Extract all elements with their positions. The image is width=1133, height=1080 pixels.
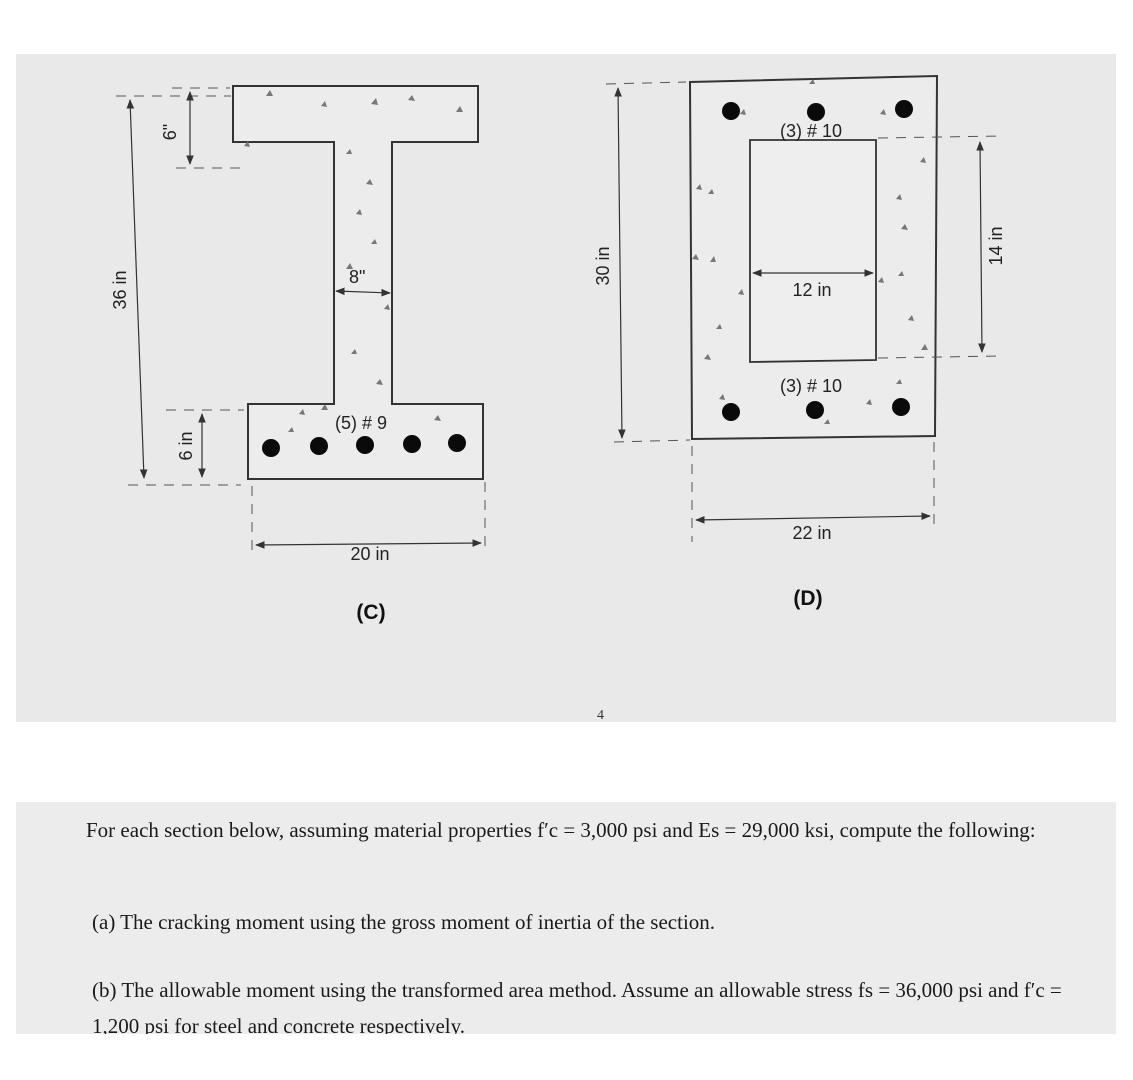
figure-panel: 36 in 6" 8" 6 in (5) # 9: [16, 54, 1116, 722]
section-c-web-dimension: [335, 287, 391, 297]
section-d-top-bars: [722, 100, 913, 121]
problem-statement: For each section below, assuming materia…: [16, 802, 1116, 1034]
section-d-width-dimension: [695, 512, 931, 524]
section-d-bottom-bars-label: (3) # 10: [780, 376, 842, 396]
section-c-label: (C): [356, 601, 385, 624]
section-d: 30 in (3) # 10 12 in (3) # 10 14 i: [593, 74, 1006, 610]
page-number: 4: [597, 708, 604, 723]
section-c-top-flange-label: 6": [160, 124, 180, 140]
rebar: [806, 401, 824, 419]
problem-intro: For each section below, assuming materia…: [86, 818, 1036, 842]
section-d-void-height-dimension: [976, 141, 986, 353]
section-d-bottom-bars: [722, 398, 910, 421]
section-c-outline: [232, 85, 484, 480]
rebar: [892, 398, 910, 416]
section-c-height-label: 36 in: [110, 270, 130, 309]
section-c-width-label: 20 in: [350, 544, 389, 564]
section-d-void-width-label: 12 in: [792, 280, 831, 300]
section-d-top-bars-label: (3) # 10: [780, 121, 842, 141]
section-d-height-label: 30 in: [593, 246, 613, 285]
section-d-void: [749, 139, 877, 363]
sections-diagram: 36 in 6" 8" 6 in (5) # 9: [110, 74, 1006, 624]
section-c-width-dimension: [255, 539, 482, 549]
section-c-height-dimension: [126, 99, 148, 479]
section-d-height-dimension: [614, 87, 626, 439]
section-c: 36 in 6" 8" 6 in (5) # 9: [110, 85, 486, 624]
problem-part-a: (a) The cracking moment using the gross …: [92, 910, 716, 934]
rebar: [310, 437, 328, 455]
section-c-bars: [262, 434, 466, 457]
section-c-bottom-flange-label: 6 in: [176, 431, 196, 460]
section-c-web-label: 8": [349, 267, 365, 287]
rebar: [448, 434, 466, 452]
section-d-void-height-label: 14 in: [986, 226, 1006, 265]
section-d-width-label: 22 in: [792, 523, 831, 543]
rebar: [403, 435, 421, 453]
problem-part-b: (b) The allowable moment using the trans…: [92, 978, 1062, 1034]
rebar: [262, 439, 280, 457]
rebar: [722, 102, 740, 120]
rebar: [807, 103, 825, 121]
section-c-bars-label: (5) # 9: [335, 413, 387, 433]
section-d-label: (D): [793, 587, 822, 610]
rebar: [895, 100, 913, 118]
rebar: [356, 436, 374, 454]
rebar: [722, 403, 740, 421]
